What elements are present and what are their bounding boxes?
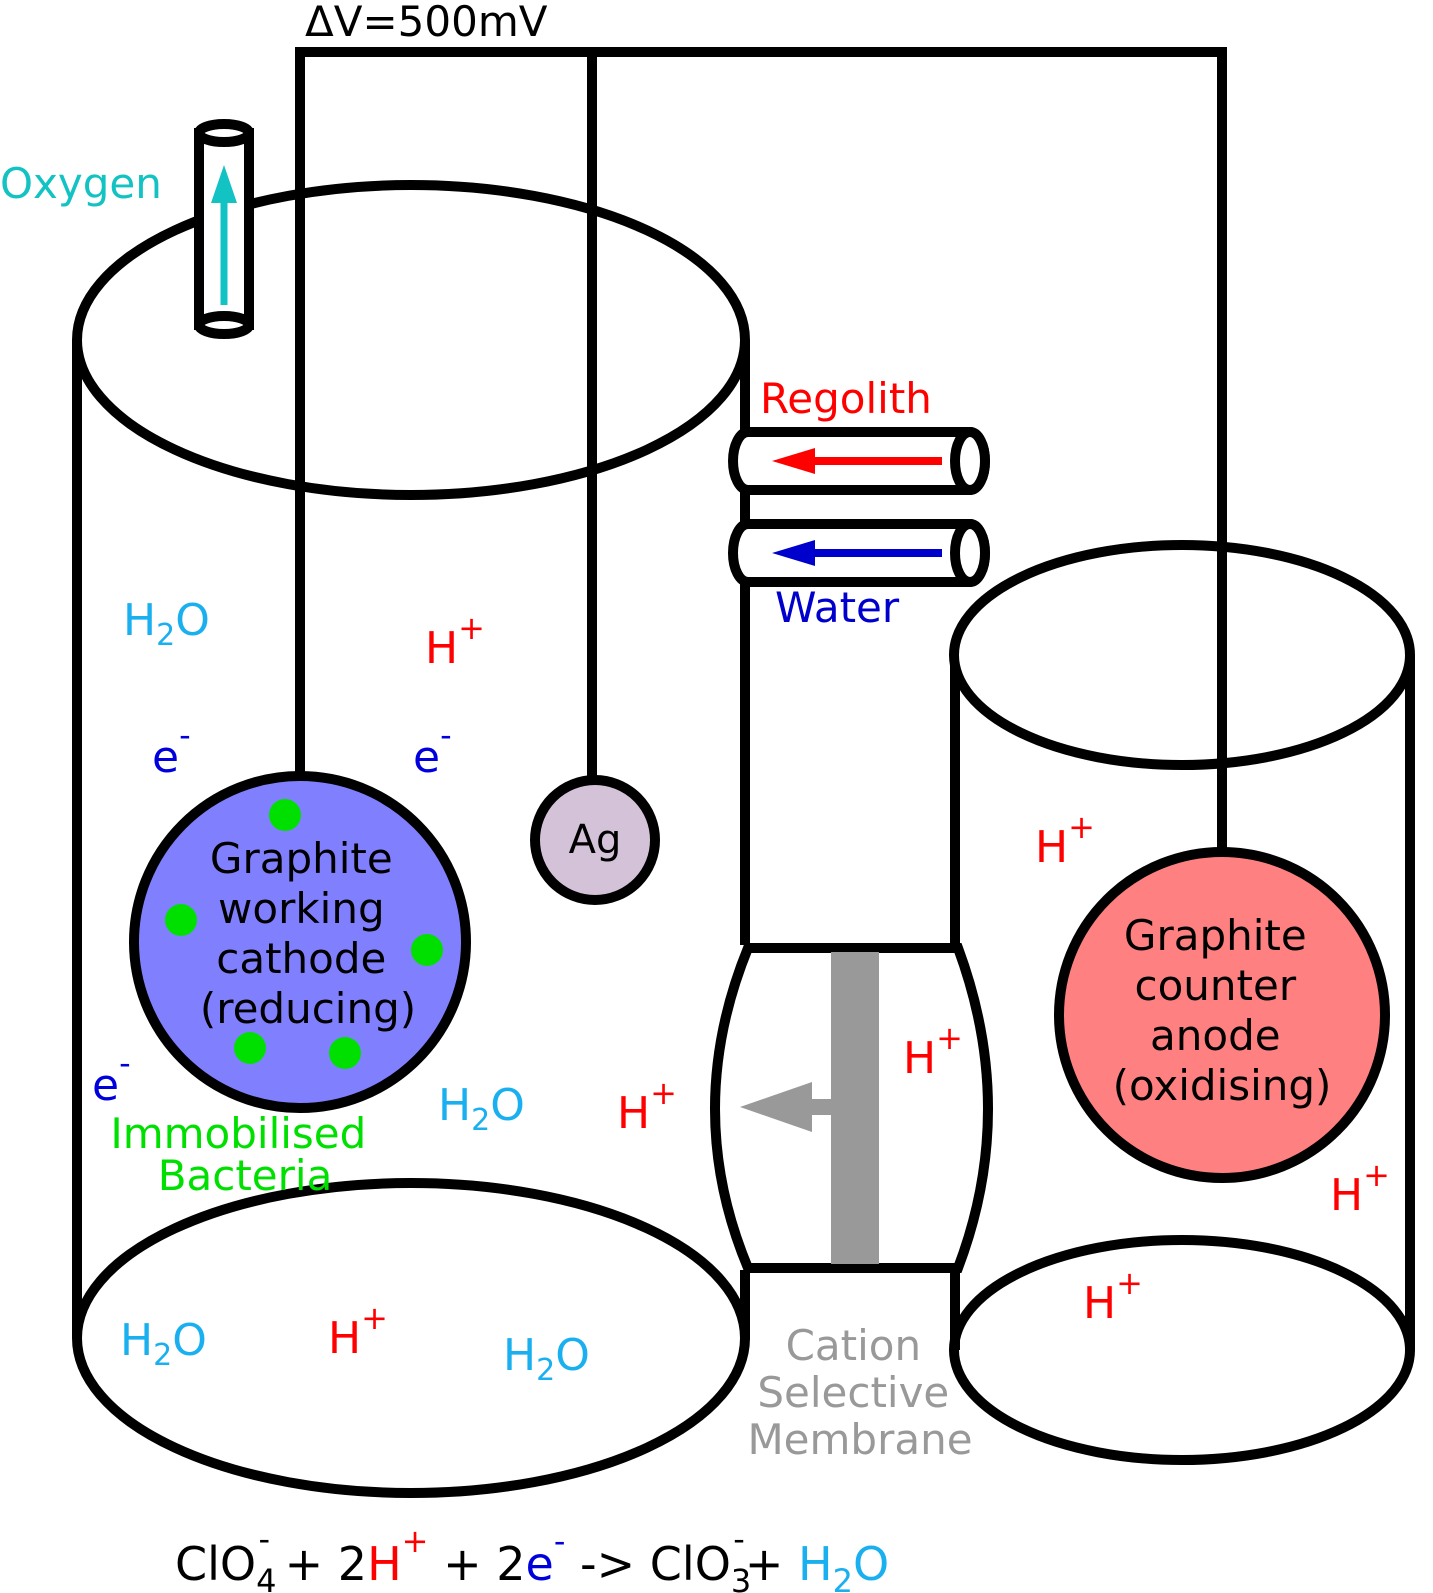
proton-label: H+: [1035, 808, 1095, 873]
h2o-label: H2O: [438, 1080, 525, 1138]
water-flow-arrow-icon: [772, 540, 815, 566]
h2o-label: H2O: [503, 1330, 590, 1388]
oxygen-label: Oxygen: [0, 159, 162, 208]
right-reactor-bottom-ellipse: [949, 1235, 1415, 1465]
svg-text:Cation Selective Membr: Cation Selective Membrane: [747, 1321, 972, 1464]
oxygen-outlet-tube: [194, 119, 254, 339]
electron-label: e-: [413, 716, 452, 783]
h2o-label: H2O: [123, 595, 210, 653]
proton-label: H+: [1083, 1264, 1143, 1329]
proton-flow-arrow-head: [740, 1082, 812, 1132]
right-reactor-top-ellipse: [949, 540, 1415, 770]
membrane-label-line: Membrane: [747, 1415, 972, 1464]
proton-label: H+: [903, 1019, 963, 1084]
bacteria-label-line: Bacteria: [158, 1151, 333, 1200]
svg-text:Graphite counter a: Graphite counter anode (oxidising): [1113, 911, 1332, 1110]
anode-label-line: Graphite: [1124, 911, 1307, 960]
water-label: Water: [775, 583, 900, 632]
regolith-label: Regolith: [760, 374, 932, 423]
membrane-label-line: Selective: [757, 1368, 949, 1417]
oxygen-flow-arrow-icon: [211, 165, 237, 203]
water-inlet-tube: [728, 519, 990, 587]
cathode-label-line: cathode: [216, 934, 386, 983]
voltage-label: ΔV=500mV: [305, 0, 548, 46]
membrane-chamber: [710, 943, 993, 1273]
external-circuit: [295, 47, 1227, 850]
cathode-label-line: Graphite: [210, 834, 393, 883]
regolith-flow-arrow-icon: [772, 448, 815, 474]
ag-label: Ag: [569, 817, 622, 863]
bacteria-dot: [269, 799, 301, 831]
svg-text:Immobilised Bacteria: Immobilised Bacteria: [110, 1109, 379, 1200]
reference-electrode-ag: Ag: [530, 775, 660, 905]
reaction-equation: ClO4- + 2H+ + 2e- -> ClO3-+ H2O: [175, 1520, 889, 1593]
right-reactor-cylinder: [949, 540, 1415, 1465]
bacteria-dot: [165, 904, 197, 936]
h2o-label: H2O: [120, 1315, 207, 1373]
membrane-label-line: Cation: [786, 1321, 922, 1370]
left-reactor-top-ellipse: [72, 180, 750, 500]
proton-label: H+: [328, 1299, 388, 1364]
cation-selective-membrane: [831, 952, 879, 1264]
cathode-label-line: (reducing): [200, 984, 416, 1033]
proton-label: H+: [425, 609, 485, 674]
electron-label: e-: [152, 716, 191, 783]
regolith-inlet-tube: [728, 427, 990, 495]
electron-label: e-: [92, 1044, 131, 1111]
counter-anode: Graphite counter anode (oxidising): [1054, 847, 1390, 1183]
bacteria-label-line: Immobilised: [110, 1109, 366, 1158]
bacteria-dot: [411, 934, 443, 966]
working-cathode: Graphite working cathode (reducing): [129, 771, 471, 1113]
anode-label-line: anode: [1150, 1011, 1281, 1060]
anode-label-line: (oxidising): [1113, 1061, 1332, 1110]
cathode-label-line: working: [218, 884, 385, 933]
proton-label: H+: [1330, 1156, 1390, 1221]
anode-label-line: counter: [1135, 961, 1297, 1010]
svg-text:Graphite working c: Graphite working cathode (reducing): [200, 834, 416, 1033]
bacteria-dot: [234, 1032, 266, 1064]
proton-label: H+: [617, 1074, 677, 1139]
bacteria-dot: [329, 1037, 361, 1069]
